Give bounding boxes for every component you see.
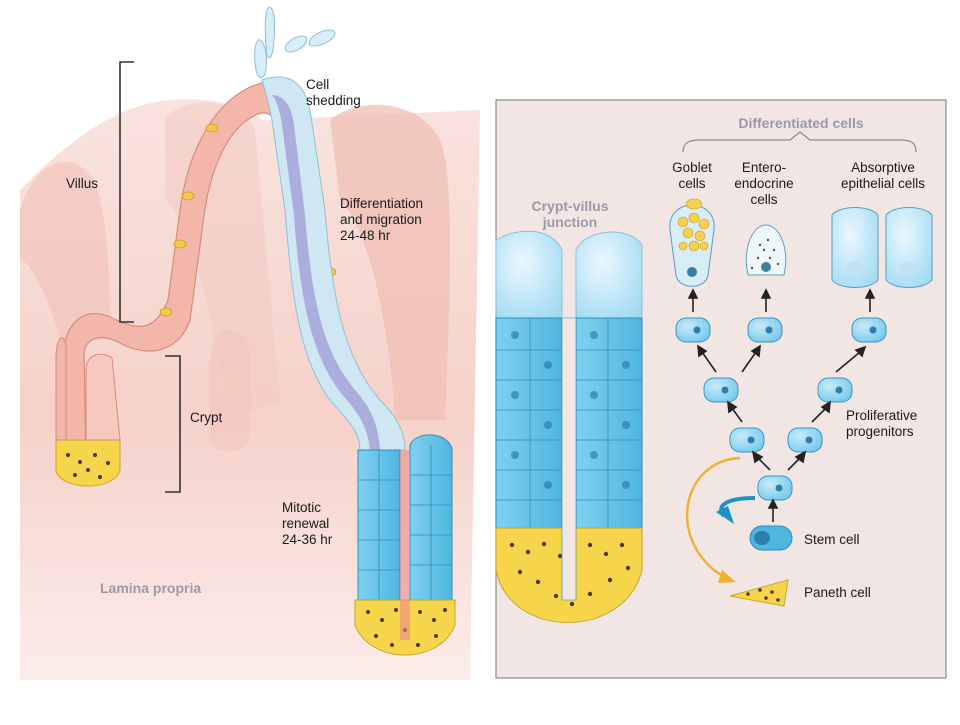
stem-cell-label: Stem cell [804,532,860,547]
junction-top-left [495,230,563,321]
right-panel [495,99,947,679]
migration-band [272,95,380,450]
right-crypt-lumen [400,450,410,640]
goblet-cell [669,198,715,287]
villus-bracket [119,61,134,323]
left-crypt-wall [85,353,121,441]
left-crypt-dots [66,453,110,479]
left-crypt-outer [55,337,67,441]
mitotic-renewal-label: Mitotic renewal 24-36 hr [282,500,333,547]
crypt-label: Crypt [190,410,223,425]
shedding-cells [254,6,336,78]
background-villus [20,161,110,340]
enteroendocrine-cells-label: Entero- endocrine cells [734,160,794,207]
right-crypt-cell-lines [358,445,452,600]
absorptive-cells-label: Absorptive epithelial cells [840,160,926,191]
enteroendocrine-cell [745,224,787,276]
absorptive-cell-1 [831,207,879,288]
crypt-nuclei [511,331,630,489]
junction-top-right [575,231,643,321]
paneth-cell-label: Paneth cell [804,585,871,600]
background-villus [330,104,450,421]
villus-label: Villus [66,176,99,191]
paneth-arrow [686,456,741,580]
lamina-propria-label: Lamina propria [100,580,202,596]
crypt-bracket [165,355,181,493]
progenitor-cells [675,317,887,501]
progenitor-nuclei [693,326,877,492]
differentiated-bracket [682,131,917,153]
crypt-left-column [495,317,563,529]
crypt-right-column [575,317,643,529]
crypt-cell-borders [496,318,642,528]
paneth-arrowhead [718,570,736,583]
stem-cell [749,525,793,551]
differentiation-label: Differentiation and migration 24-48 hr [340,196,424,243]
left-crypt-base [55,439,121,487]
paneth-cell [729,579,789,607]
cell-shedding-label: Cell shedding [306,77,361,108]
proliferative-progenitors-label: Proliferative progenitors [846,408,918,439]
crypt-villus-junction [495,230,643,623]
crypt-lumen [561,317,577,601]
right-crypt-dots [366,608,447,647]
differentiated-cells-label: Differentiated cells [738,115,864,131]
crypt-villus-junction-label: Crypt-villus junction [531,198,609,230]
self-renewal-arrowhead [716,506,734,524]
goblet-cells-label: Goblet cells [672,160,712,191]
lineage-arrows [687,288,876,522]
left-panel [20,6,480,681]
background-crypt [210,330,250,452]
absorptive-cell-2 [885,207,933,288]
